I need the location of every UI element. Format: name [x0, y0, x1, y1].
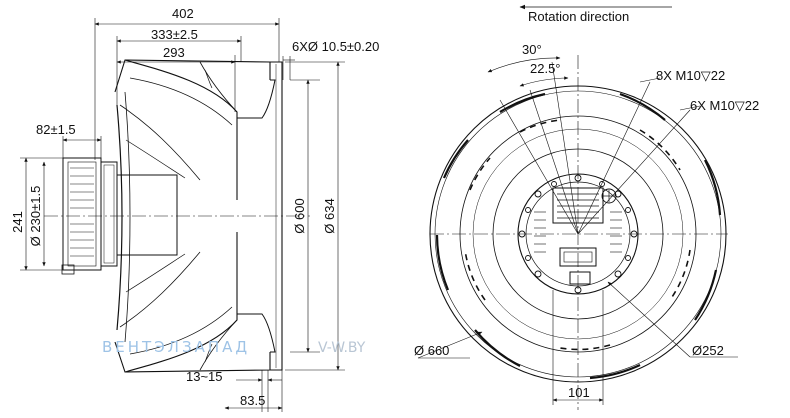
hub-circle	[517, 173, 639, 295]
terminal-box	[552, 187, 604, 224]
watermark-brand: ВЕНТЭЛЗАПАД	[102, 338, 250, 356]
dim-outer-depth: 333±2.5	[151, 27, 198, 42]
dim-inner-depth: 293	[163, 45, 185, 60]
angle-construction	[487, 56, 701, 235]
watermark-site: V-W.BY	[318, 340, 366, 356]
dim-overall-width: 402	[172, 6, 194, 21]
rotation-label: Rotation direction	[528, 9, 629, 24]
dim-impeller-dia: Ø 660	[414, 343, 449, 358]
dim-outer-dia: Ø 634	[322, 198, 337, 233]
motor-body	[61, 157, 178, 275]
impeller-lower	[114, 232, 276, 373]
blade-slots	[435, 92, 722, 380]
angle-inner: 22.5°	[530, 61, 561, 76]
dim-holes: 6XØ 10.5±0.20	[292, 39, 379, 54]
angle-outer: 30°	[522, 42, 542, 57]
backplate	[116, 104, 123, 331]
dim-motor-depth: 82±1.5	[36, 122, 76, 137]
bolt-holes	[518, 174, 638, 294]
side-view	[20, 18, 345, 412]
thread-8x: 8X M10▽22	[656, 68, 725, 83]
thread-6x: 6X M10▽22	[690, 98, 759, 113]
dim-bottom: 83.5	[240, 393, 265, 408]
dim-motor-dia: Ø 230±1.5	[28, 186, 43, 247]
side-dimensions	[20, 18, 345, 412]
dim-hub-dia: Ø252	[692, 343, 724, 358]
diameter-leaders	[417, 281, 738, 405]
outer-ring	[429, 85, 727, 383]
inlet-ring	[270, 61, 283, 371]
dim-inlet-dia: Ø 600	[292, 198, 307, 233]
front-view	[417, 4, 738, 410]
inner-dashes	[464, 119, 691, 351]
dim-gap: 13~15	[186, 369, 223, 384]
dim-height: 241	[10, 211, 25, 233]
dim-width: 101	[568, 385, 590, 400]
impeller-upper	[114, 59, 276, 200]
